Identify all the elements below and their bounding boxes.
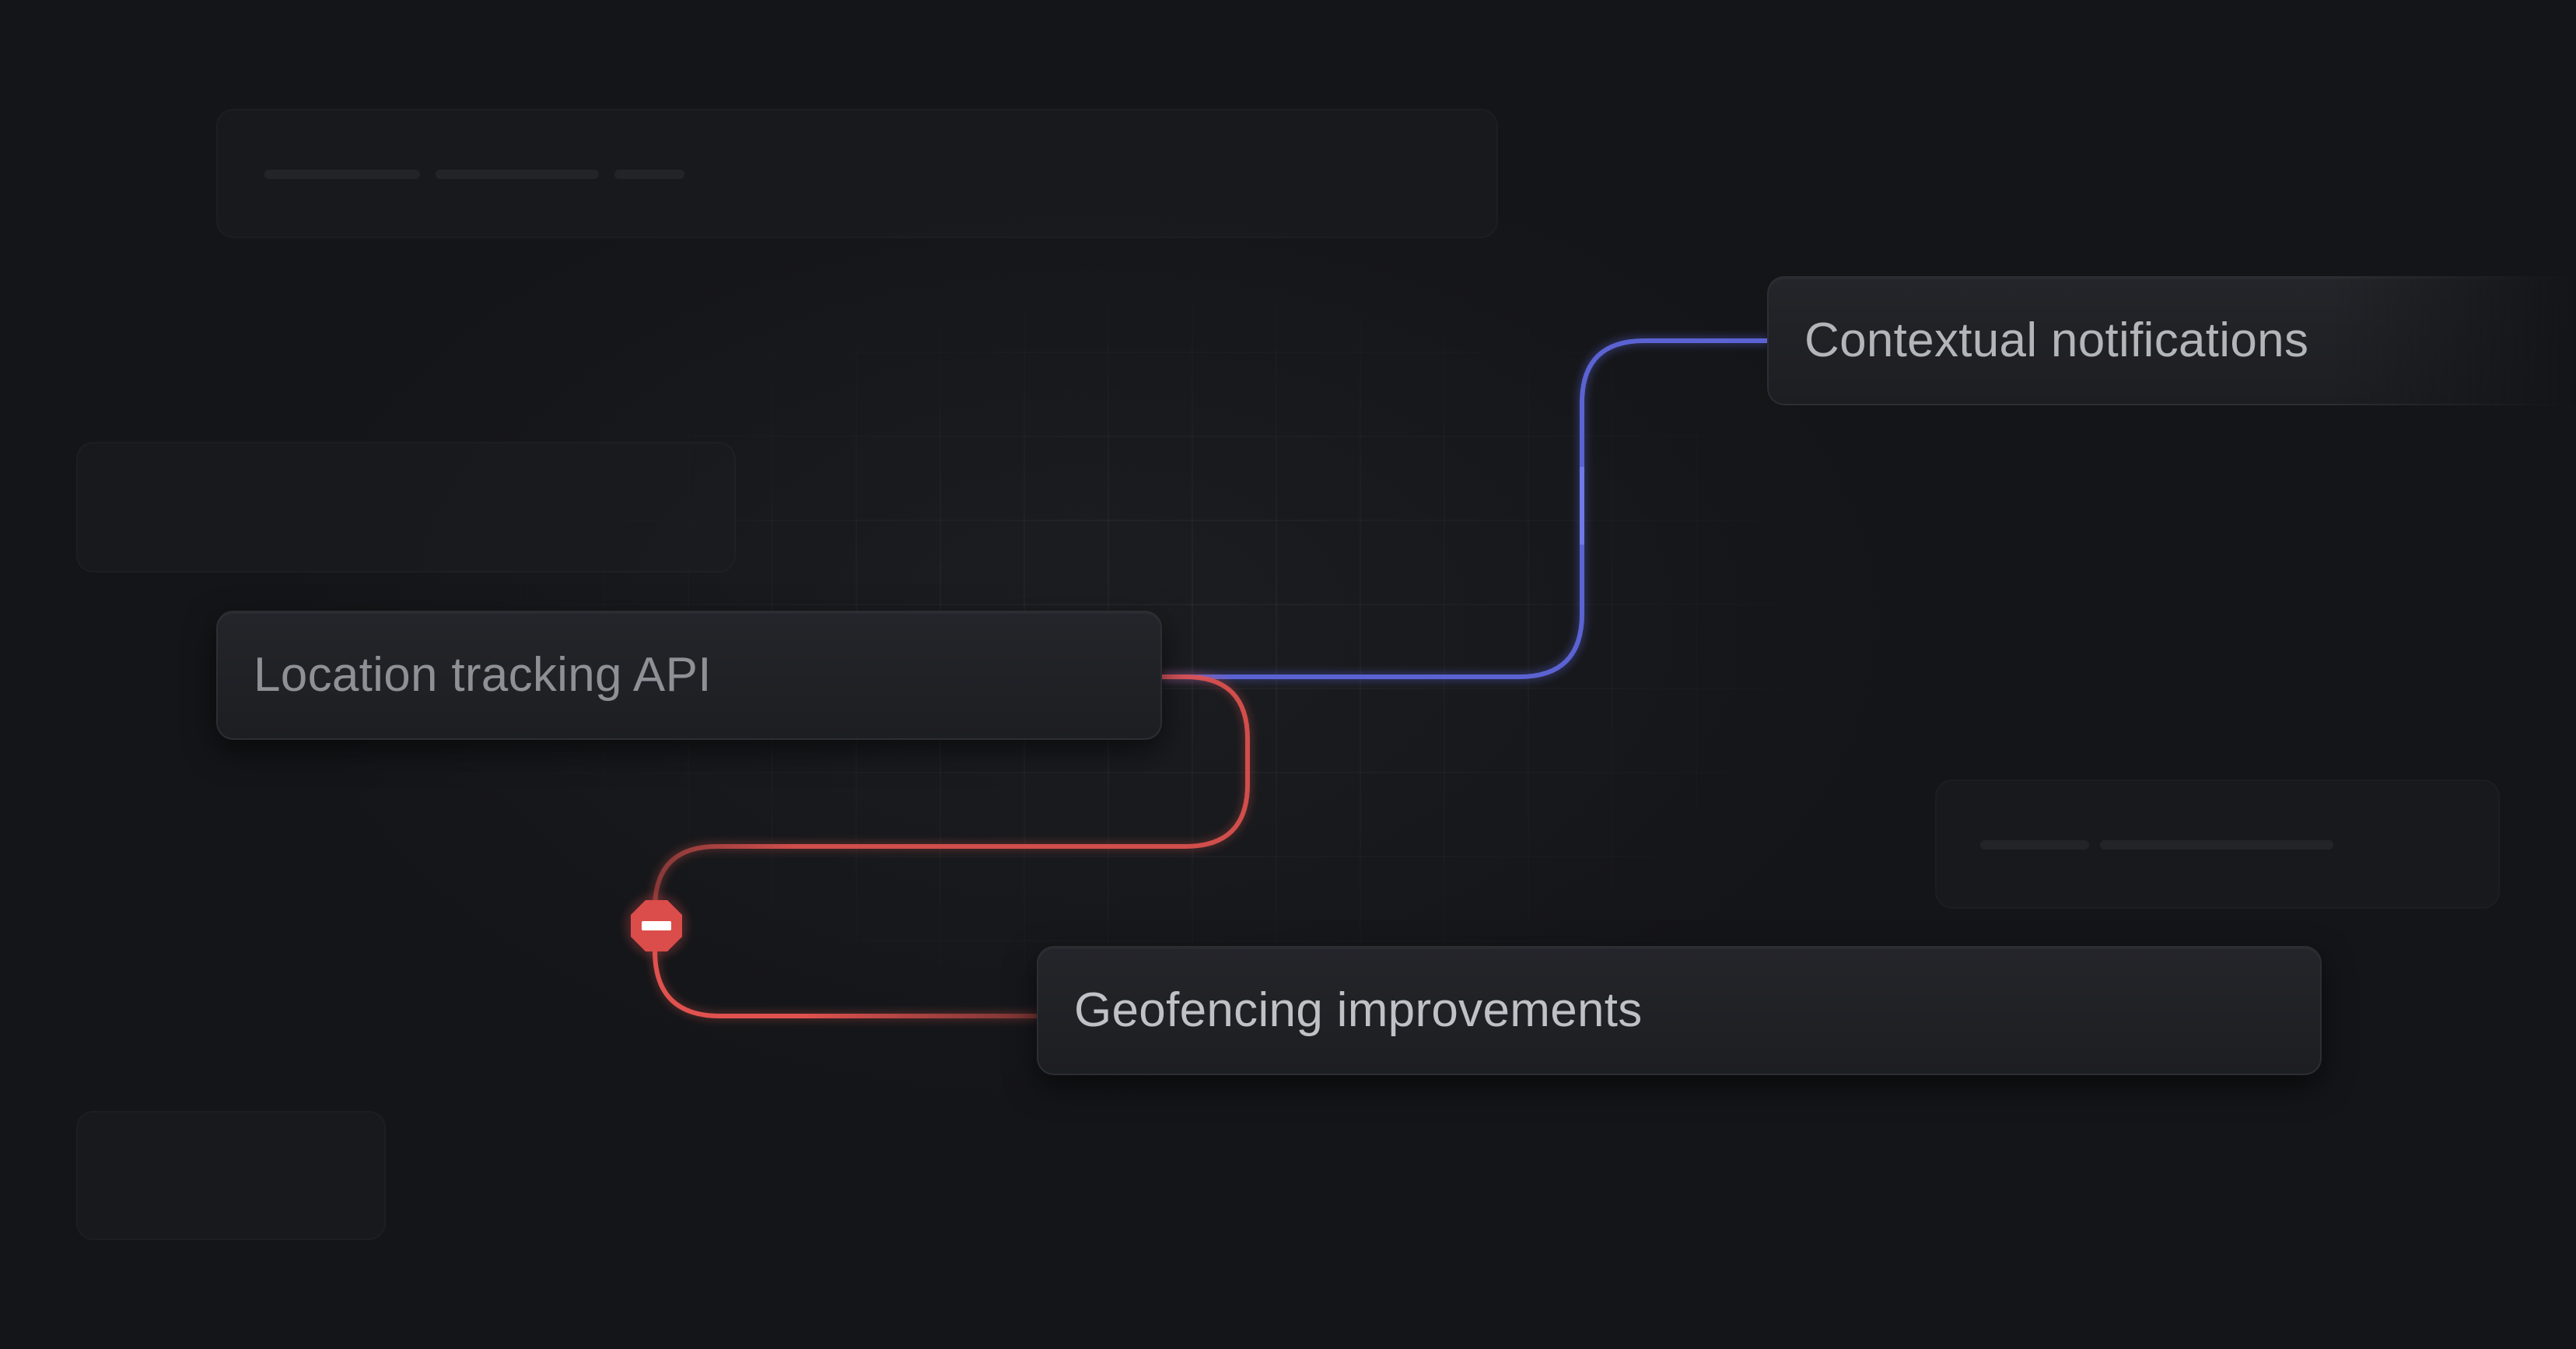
placeholder-card bbox=[216, 109, 1498, 238]
node-label: Geofencing improvements bbox=[1074, 983, 1643, 1037]
placeholder-card bbox=[1935, 780, 2500, 909]
node-contextual-notifications[interactable]: Contextual notifications bbox=[1767, 276, 2576, 405]
placeholder-text-bar bbox=[436, 170, 599, 179]
placeholder-text-bar bbox=[264, 170, 420, 179]
placeholder-text-bar bbox=[1980, 840, 2089, 850]
node-geofencing-improvements[interactable]: Geofencing improvements bbox=[1037, 946, 2322, 1075]
node-label: Contextual notifications bbox=[1804, 314, 2309, 367]
connector-active bbox=[1160, 336, 1769, 682]
node-location-tracking-api[interactable]: Location tracking API bbox=[216, 611, 1162, 740]
placeholder-card bbox=[76, 1111, 386, 1240]
connector-blocked bbox=[650, 672, 1252, 1021]
placeholder-card bbox=[76, 442, 736, 573]
placeholder-text-bar bbox=[2100, 840, 2333, 850]
no-entry-icon[interactable] bbox=[625, 895, 688, 957]
node-label: Location tracking API bbox=[254, 648, 712, 702]
placeholder-text-bar bbox=[614, 170, 684, 179]
